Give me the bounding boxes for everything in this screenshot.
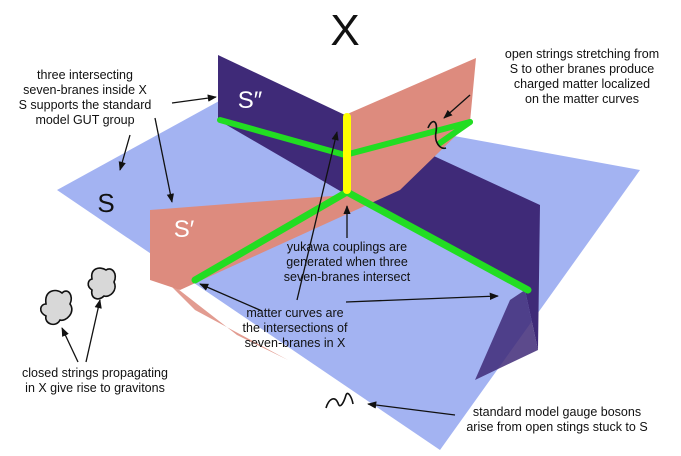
label-s: S (97, 188, 114, 218)
annotation-branes-line: S supports the standard (18, 98, 152, 112)
annotation-open-strings-line: charged matter localized (513, 77, 651, 91)
pointer-gauge (367, 401, 456, 416)
label-s-double-prime: S″ (238, 87, 263, 114)
closed-string-left (39, 289, 73, 326)
pointer-closed-right (85, 299, 102, 363)
annotation-branes-line: three intersecting (37, 68, 133, 82)
open-string-gauge (325, 392, 354, 409)
brane-s-prime (150, 58, 476, 290)
pointer-s-prime (154, 117, 174, 203)
brane-s-double-prime (218, 55, 347, 195)
annotation-closed-strings-line: closed strings propagating (22, 366, 168, 380)
annotation-matter-curves-line: the intersections of (242, 321, 348, 335)
title: X (330, 6, 359, 55)
open-string-matter (427, 120, 447, 150)
pointer-matter-left (199, 283, 263, 312)
label-s-prime: S′ (174, 216, 195, 243)
annotation-open-strings-line: on the matter curves (525, 92, 639, 106)
matter-curve-s-s-double-prime-far (437, 119, 473, 146)
annotation-matter-curves: matter curves are the intersections of s… (225, 306, 365, 351)
pointer-open-string (443, 94, 471, 119)
brane-s-double-prime-lower (475, 290, 538, 380)
matter-curve-s-s-prime-back (342, 119, 473, 158)
annotation-yukawa: yukawa couplings are generated when thre… (272, 240, 422, 285)
pointer-s (118, 134, 131, 171)
annotation-gauge-bosons: standard model gauge bosons arise from o… (452, 405, 662, 435)
matter-curve-s-s-double-prime-back (217, 117, 348, 158)
pointer-matter-center (296, 131, 339, 301)
annotation-matter-curves-line: matter curves are (246, 306, 344, 320)
annotation-yukawa-line: seven-branes intersect (283, 270, 411, 284)
annotation-branes: three intersecting seven-branes inside X… (10, 68, 160, 128)
annotation-yukawa-line: generated when three (286, 255, 408, 269)
pointer-matter-right (345, 292, 499, 303)
annotation-branes-line: model GUT group (35, 113, 135, 127)
annotation-open-strings-line: open strings stretching from (504, 47, 660, 61)
pointer-closed-left (61, 327, 79, 363)
annotation-matter-curves-line: seven-branes in X (244, 336, 346, 350)
matter-curve-s-s-prime-front (191, 188, 351, 284)
annotation-open-strings-line: S to other branes produce (509, 62, 655, 76)
annotation-branes-line: seven-branes inside X (23, 83, 147, 97)
annotation-yukawa-line: yukawa couplings are (286, 240, 408, 254)
annotation-closed-strings: closed strings propagating in X give ris… (5, 366, 185, 396)
annotation-gauge-bosons-line: arise from open stings stuck to S (466, 420, 648, 434)
matter-curve-s-s-double-prime-front (343, 188, 532, 294)
annotation-gauge-bosons-line: standard model gauge bosons (472, 405, 642, 419)
annotation-open-strings: open strings stretching from S to other … (492, 47, 672, 107)
annotation-closed-strings-line: in X give rise to gravitons (25, 381, 165, 395)
pointer-s-double-prime (171, 94, 217, 104)
closed-string-right (87, 267, 117, 300)
